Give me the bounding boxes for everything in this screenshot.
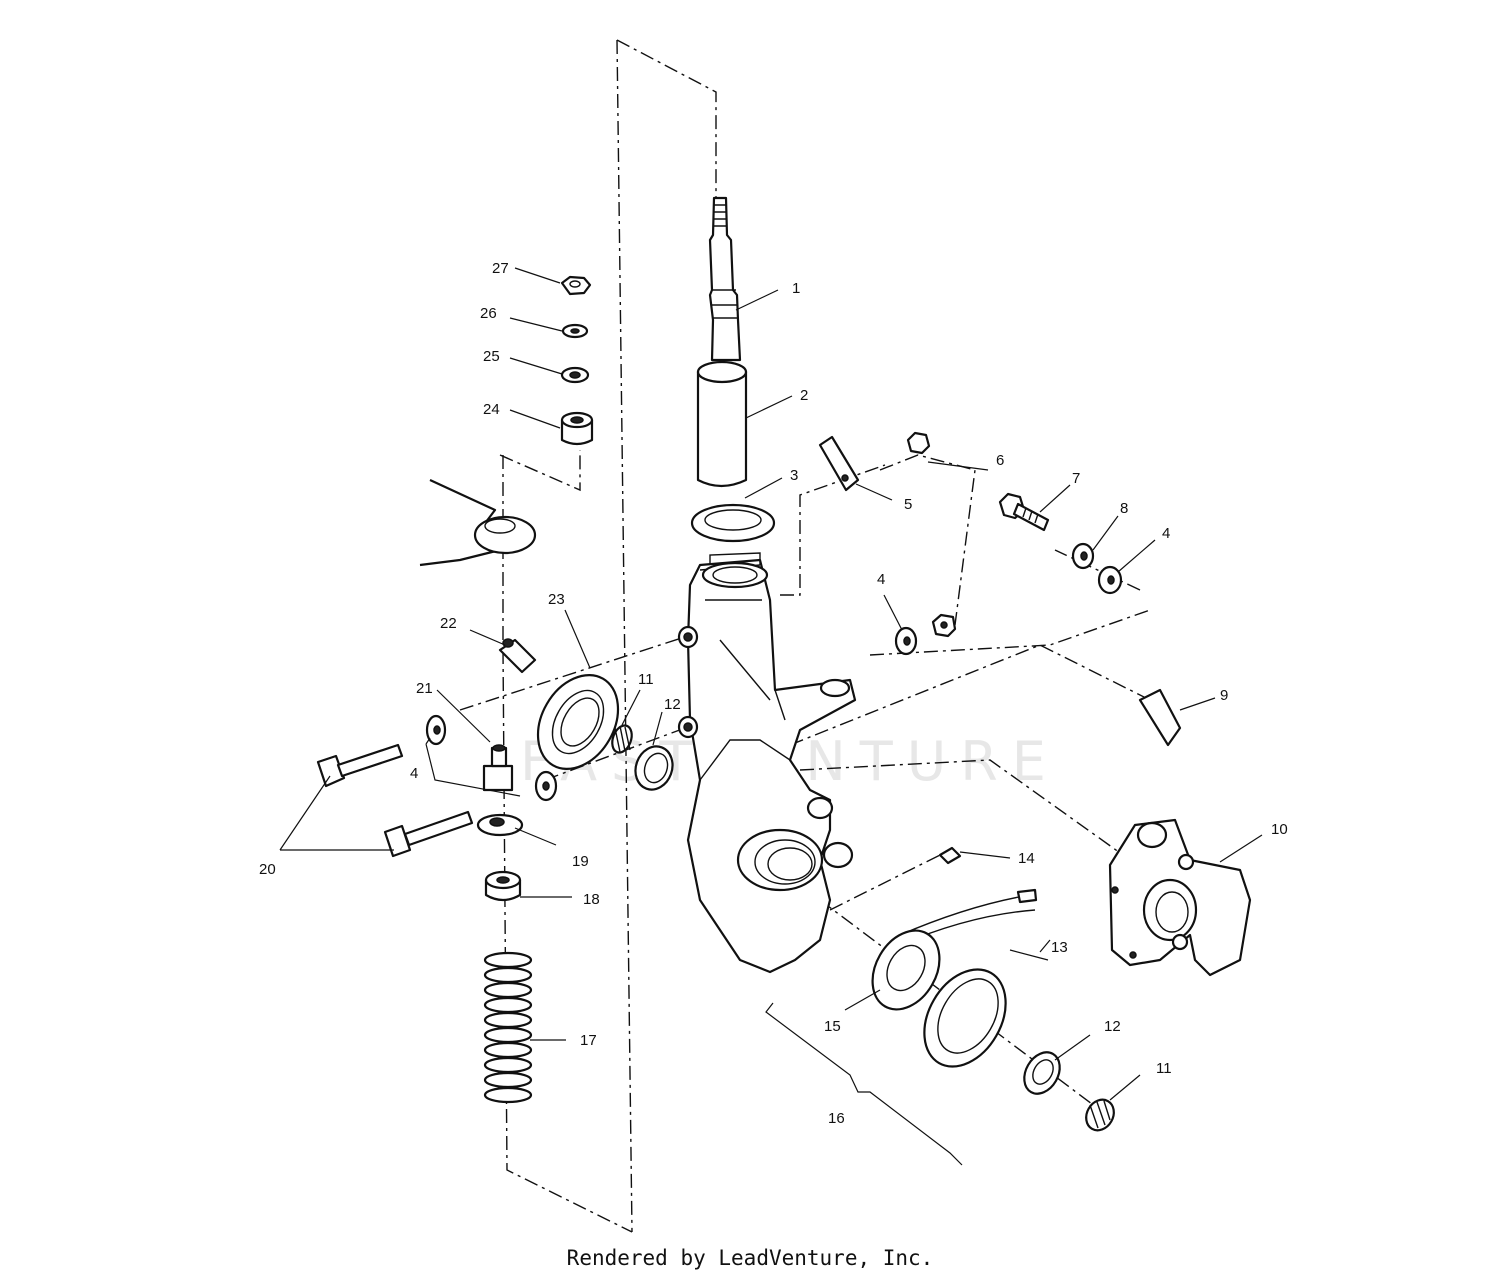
callout-27: 27 [492,260,509,277]
bearing-11-right [1085,1098,1115,1132]
callout-4-mid: 4 [877,571,885,588]
spindle-shaft [708,196,742,362]
callout-10: 10 [1271,821,1288,838]
callout-2: 2 [800,387,808,404]
mounting-plate [419,479,537,567]
callout-22: 22 [440,615,457,632]
washers-4-left [425,714,558,802]
steering-knuckle [677,552,857,974]
callout-15: 15 [824,1018,841,1035]
callout-25: 25 [483,348,500,365]
bracket-5 [818,435,860,492]
callout-12-left: 12 [664,696,681,713]
caliper-10 [1108,818,1252,977]
callout-5: 5 [904,496,912,513]
callout-11-right: 11 [1156,1060,1172,1077]
callout-17: 17 [580,1032,597,1049]
leader-lines [279,267,1263,1101]
callout-19: 19 [572,853,589,870]
wedge-9 [1138,688,1182,747]
seal-23 [536,674,620,770]
spacer-18 [484,870,522,902]
callout-11-left: 11 [638,671,654,688]
callout-23: 23 [548,591,565,608]
spindle-washer [690,503,776,543]
flange-nut-19 [476,813,524,837]
callout-3: 3 [790,467,798,484]
washer-15 [871,929,941,1011]
callout-8: 8 [1120,500,1128,517]
callout-7: 7 [1072,470,1080,487]
callout-24: 24 [483,401,500,418]
race-12-right [1023,1051,1061,1095]
washers-8-4-right [1071,542,1123,595]
callout-6: 6 [996,452,1004,469]
callout-21: 21 [416,680,433,697]
race-12-left [634,745,674,791]
nut-washer-stack [560,275,594,446]
callout-labels: 1 2 3 4 4 4 5 6 7 8 9 10 11 11 12 12 13 … [259,260,1288,1127]
callout-13: 13 [1051,939,1068,956]
callout-1: 1 [792,280,800,297]
group-bracket-16 [765,1002,963,1166]
callout-20: 20 [259,861,276,878]
ring-13 [923,968,1007,1068]
grease-fitting-22 [498,638,537,674]
nuts-6 [906,431,957,638]
callout-14: 14 [1018,850,1035,867]
bolts-20 [316,743,474,858]
bearing-11-left [611,724,633,754]
callout-4-right: 4 [1162,525,1170,542]
grease-fitting-14 [938,846,962,865]
spindle-sleeve [696,360,748,488]
callout-26: 26 [480,305,497,322]
footer-credit: Rendered by LeadVenture, Inc. [566,1246,934,1270]
spring-17 [483,951,533,1104]
bolt-7 [998,492,1050,532]
callout-18: 18 [583,891,600,908]
callout-4-left: 4 [410,765,418,782]
washer-4-mid [894,626,918,656]
callout-16: 16 [828,1110,845,1127]
bushing-21 [482,744,514,792]
callout-12-right: 12 [1104,1018,1121,1035]
callout-9: 9 [1220,687,1228,704]
